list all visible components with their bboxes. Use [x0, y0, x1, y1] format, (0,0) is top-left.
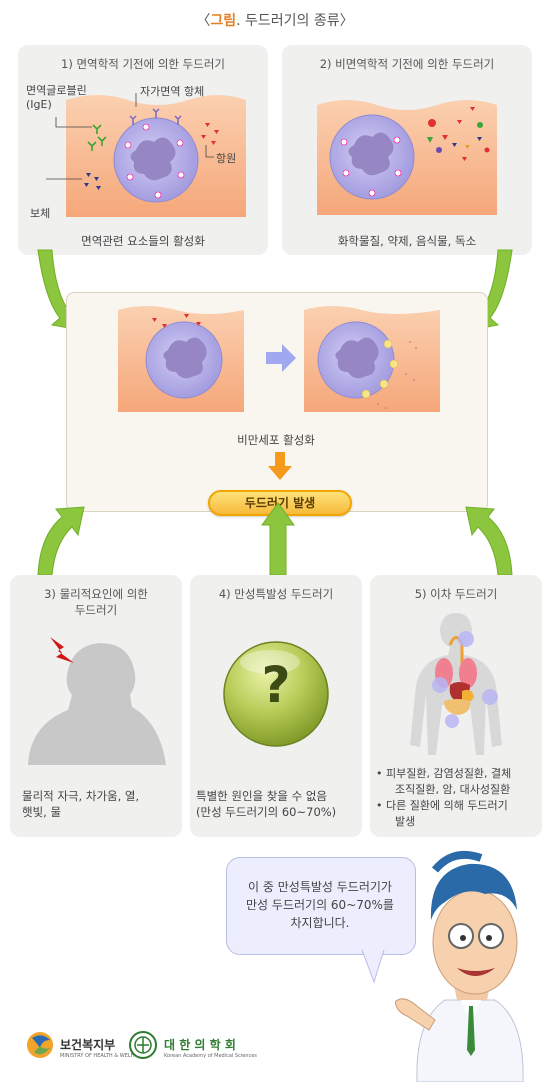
- bullet-diseases: • 피부질환, 감염성질환, 결체 조직질환, 암, 대사성질환: [376, 767, 512, 796]
- kams-logo-icon: [129, 1031, 157, 1059]
- panel-nonimmunologic-caption: 화학물질, 약제, 음식물, 독소: [337, 234, 477, 248]
- flow-arrows-bottom: [37, 502, 513, 576]
- panel-chronic-idiopathic-title: 4) 만성특발성 두드러기: [218, 587, 334, 601]
- chemicals: [427, 107, 490, 161]
- panel-secondary-title: 5) 이차 두드러기: [414, 587, 498, 601]
- intestines: [444, 699, 471, 715]
- label-antigen: 항원: [216, 152, 237, 165]
- down-arrow: [268, 452, 292, 480]
- title-bracket: 〈: [196, 13, 211, 29]
- nucleus-after: [335, 337, 379, 379]
- doctor-hand: [395, 998, 436, 1031]
- panel-immunologic-title: 1) 면역학적 기전에 의한 두드러기: [61, 57, 225, 71]
- speech-bubble-tail: [361, 950, 385, 984]
- panel-immunologic-caption: 면역관련 요소들의 활성화: [81, 234, 205, 248]
- mohw-logo-text: 보건복지부: [60, 1038, 116, 1052]
- complement: [84, 173, 101, 190]
- panel-nonimmunologic-title: 2) 비면역학적 기전에 의한 두드러기: [319, 57, 495, 71]
- panel-chronic-idiopathic-caption: 특별한 원인을 찾을 수 없음(만성 두드러기의 60~70%): [196, 789, 337, 819]
- person-silhouette: [28, 643, 166, 765]
- nucleus-before: [163, 337, 207, 379]
- kams-logo-subtext: Korean Academy of Medical Sciences: [164, 1053, 257, 1059]
- nonimmunologic-illustration: [317, 100, 497, 215]
- immunologic-illustration: [46, 93, 246, 217]
- label-lines: [46, 93, 214, 180]
- released-granules: [361, 339, 399, 399]
- panel-physical-caption: 물리적 자극, 차가움, 열,햇빛, 물: [22, 789, 140, 819]
- lightning-icon: [50, 637, 74, 663]
- stomach: [462, 689, 474, 703]
- activation-illustration: [118, 306, 440, 412]
- immune-cells: [432, 631, 498, 728]
- ige-antibodies: [87, 124, 107, 151]
- title-rest: . 두드러기의 종류〉: [236, 13, 354, 29]
- cell-nucleus: [130, 137, 176, 181]
- label-autoantibody: 자가면역 항체: [140, 85, 205, 98]
- arrow-p4-to-center: [261, 502, 295, 576]
- question-orb: [223, 641, 329, 747]
- physical-illustration: [28, 637, 166, 765]
- mast-cell-activation-label: 비만세포 활성화: [237, 433, 315, 447]
- lung-right: [459, 658, 477, 688]
- doctor-speech-bubble: [226, 857, 416, 955]
- histamine-dots: [377, 341, 417, 409]
- panel-secondary-bullets: • 피부질환, 감염성질환, 결체 조직질환, 암, 대사성질환 • 다른 질환…: [376, 766, 540, 830]
- figure-title: 〈그림. 두드러기의 종류〉: [0, 10, 550, 30]
- question-mark-icon: ?: [261, 656, 291, 714]
- antigens: [201, 123, 219, 145]
- title-bold: 그림: [210, 13, 237, 29]
- bullet-other-disease: • 다른 질환에 의해 두드러기 발생: [376, 799, 508, 828]
- granules-2: [340, 136, 402, 197]
- mohw-logo-subtext: MINISTRY OF HEALTH & WELFARE: [60, 1053, 144, 1059]
- doctor-hair: [430, 863, 517, 920]
- label-complement: 보체: [30, 207, 51, 220]
- cell-nucleus-2: [348, 132, 394, 176]
- antigens-before: [152, 314, 201, 328]
- mohw-logo-icon: [27, 1032, 53, 1058]
- body-organs-illustration: [410, 613, 502, 755]
- doctor-mouth: [457, 968, 495, 976]
- granules: [124, 123, 185, 199]
- kams-logo-text: 대 한 의 학 회: [164, 1038, 236, 1052]
- doctor-tie: [467, 1006, 475, 1056]
- label-ige: 면역글로블린(IgE): [26, 84, 87, 111]
- arrow-p5-to-center: [465, 506, 513, 576]
- doctor-face: [432, 889, 518, 995]
- doctor-hair-tuft: [431, 851, 483, 873]
- transition-arrow: [266, 344, 296, 372]
- receptors: [129, 108, 182, 125]
- arrow-p3-to-center: [37, 506, 85, 576]
- doctor-illustration: [395, 851, 524, 1082]
